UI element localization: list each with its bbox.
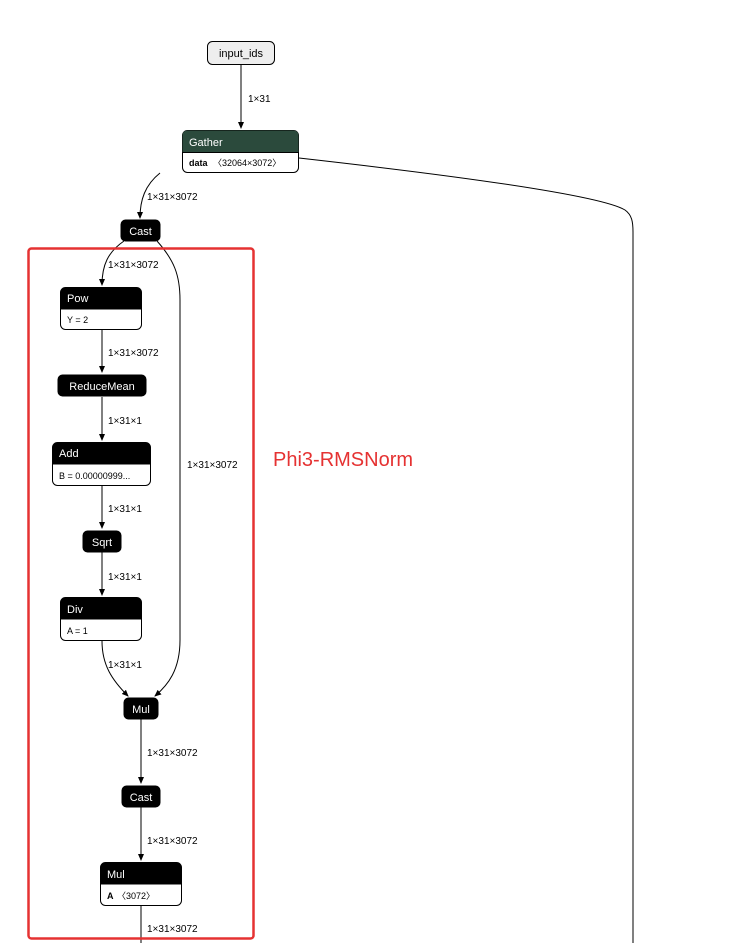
edge-labels: 1×31 1×31×3072 1×31×3072 1×31×3072 1×31×…	[108, 94, 271, 935]
edge-div-mul	[101, 640, 129, 697]
input-node-label: input_ids	[219, 48, 264, 60]
edge-label: 1×31×1	[108, 416, 142, 427]
edge-label: 1×31×1	[108, 660, 142, 671]
node-title: Mul	[107, 869, 125, 881]
edges	[99, 64, 634, 943]
edge-label: 1×31×3072	[147, 192, 198, 203]
node-attr-key: A	[107, 891, 114, 901]
annotation-label: Phi3-RMSNorm	[273, 449, 413, 471]
node-attr-value: 〈3072〉	[117, 891, 155, 901]
edge-cast-pow	[99, 240, 125, 286]
edge-label: 1×31×1	[108, 504, 142, 515]
node-attr: B = 0.00000999...	[59, 471, 130, 481]
node-gather[interactable]: Gather data 〈32064×3072〉	[182, 130, 299, 173]
node-pow[interactable]: Pow Y = 2	[60, 287, 142, 330]
annotation-box	[27, 247, 255, 940]
node-cast[interactable]: Cast	[120, 219, 161, 242]
node-sqrt[interactable]: Sqrt	[82, 530, 122, 553]
node-title: Div	[67, 604, 83, 616]
edge-label: 1×31	[248, 94, 271, 105]
edge-label: 1×31×3072	[187, 460, 238, 471]
node-title: ReduceMean	[69, 381, 134, 393]
node-attr: Y = 2	[67, 315, 88, 325]
node-attr-key: data	[189, 158, 209, 168]
node-title: Mul	[132, 704, 150, 716]
node-title: Pow	[67, 293, 88, 305]
edge-gather-cast	[137, 172, 161, 219]
node-title: Cast	[129, 226, 152, 238]
edge-gather-residual	[298, 157, 634, 943]
node-title: Sqrt	[92, 537, 112, 549]
node-reducemean[interactable]: ReduceMean	[57, 374, 147, 397]
edge-label: 1×31×3072	[147, 924, 198, 935]
edge-label: 1×31×3072	[147, 836, 198, 847]
node-cast[interactable]: Cast	[121, 785, 161, 808]
node-title: Gather	[189, 137, 223, 149]
input-node-input-ids[interactable]: input_ids	[207, 41, 275, 65]
node-attr: A = 1	[67, 626, 88, 636]
node-mul[interactable]: Mul	[123, 697, 159, 720]
edge-label: 1×31×3072	[108, 260, 159, 271]
edge-cast-mul-skip	[154, 240, 181, 697]
node-title: Add	[59, 448, 79, 460]
node-mul[interactable]: Mul A 〈3072〉	[100, 862, 182, 906]
node-div[interactable]: Div A = 1	[60, 597, 142, 641]
edge-label: 1×31×3072	[108, 348, 159, 359]
edge-label: 1×31×1	[108, 572, 142, 583]
node-attr-value: 〈32064×3072〉	[213, 158, 281, 168]
node-add[interactable]: Add B = 0.00000999...	[52, 442, 151, 486]
edge-label: 1×31×3072	[147, 748, 198, 759]
node-title: Cast	[130, 792, 153, 804]
